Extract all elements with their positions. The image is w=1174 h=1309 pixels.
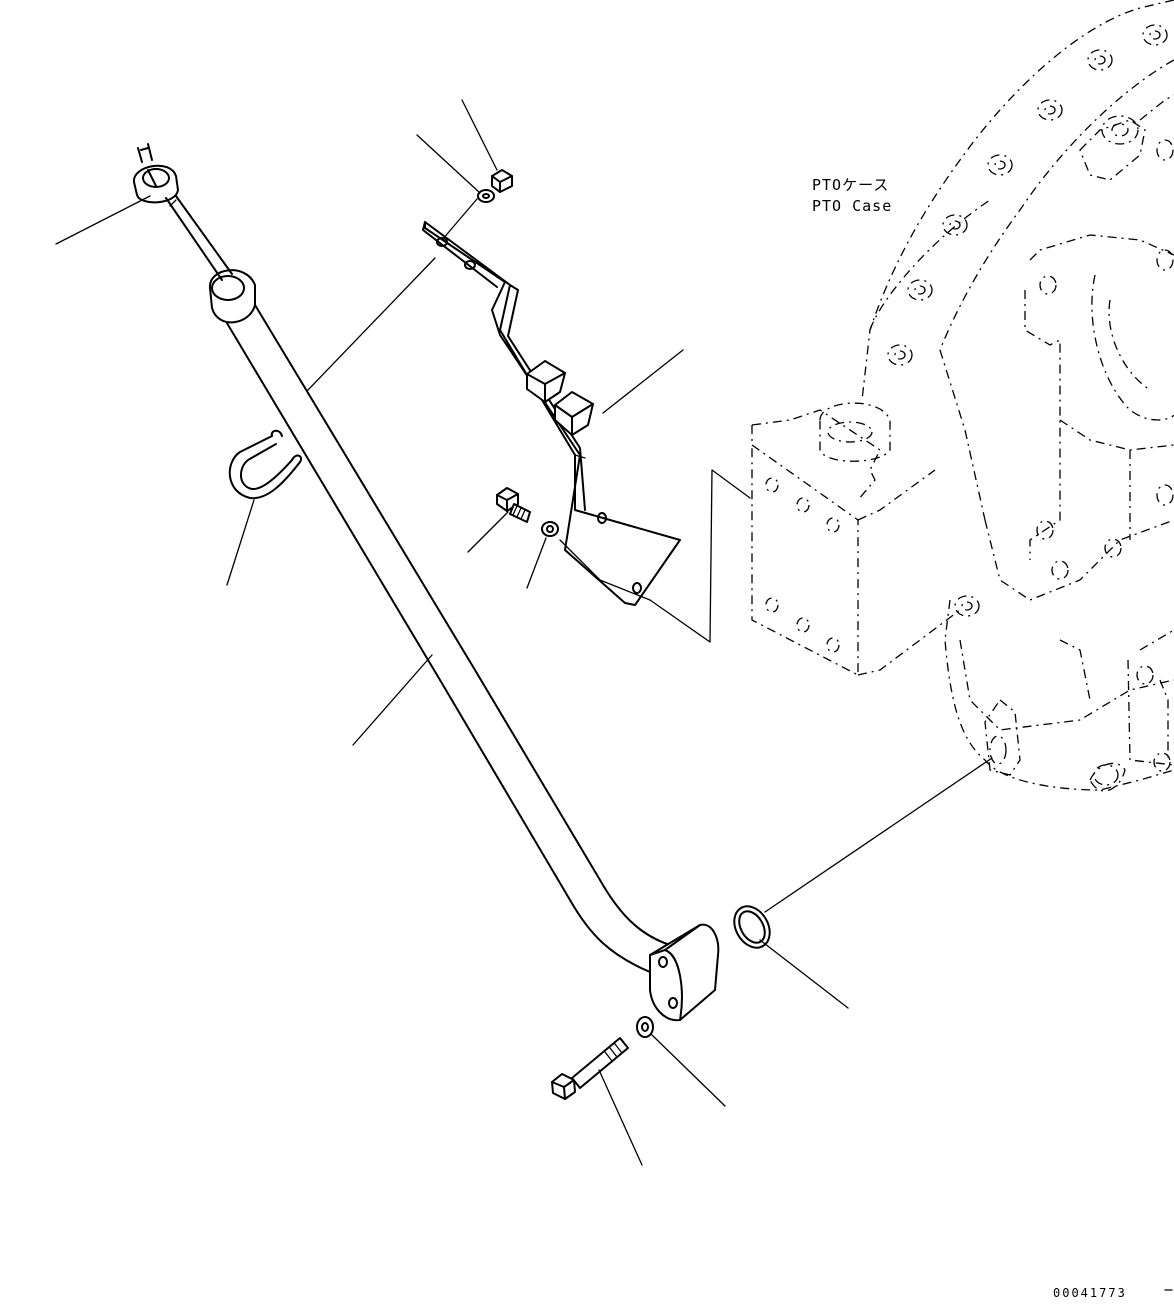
washer-icon (477, 189, 495, 203)
case-label-en: PTO Case (812, 197, 892, 215)
u-clip-icon (228, 429, 302, 500)
bolt-icon (491, 169, 513, 193)
bracket-plate-icon (422, 221, 681, 606)
guide-tube-icon (208, 269, 671, 973)
leader-lines (55, 99, 993, 1166)
break-line (649, 469, 751, 643)
bolt-icon (551, 1037, 629, 1100)
washer-icon (541, 521, 559, 537)
drawing-code: 00041773 (1053, 1286, 1127, 1300)
o-ring-icon (733, 905, 771, 949)
washer-icon (636, 1016, 654, 1038)
flange-icon (649, 923, 720, 1022)
dipstick-handle-icon (133, 143, 233, 281)
bolt-icon (496, 487, 531, 523)
pto-case-icon (751, 0, 1174, 792)
case-label-jp: PTOケース (812, 176, 889, 194)
